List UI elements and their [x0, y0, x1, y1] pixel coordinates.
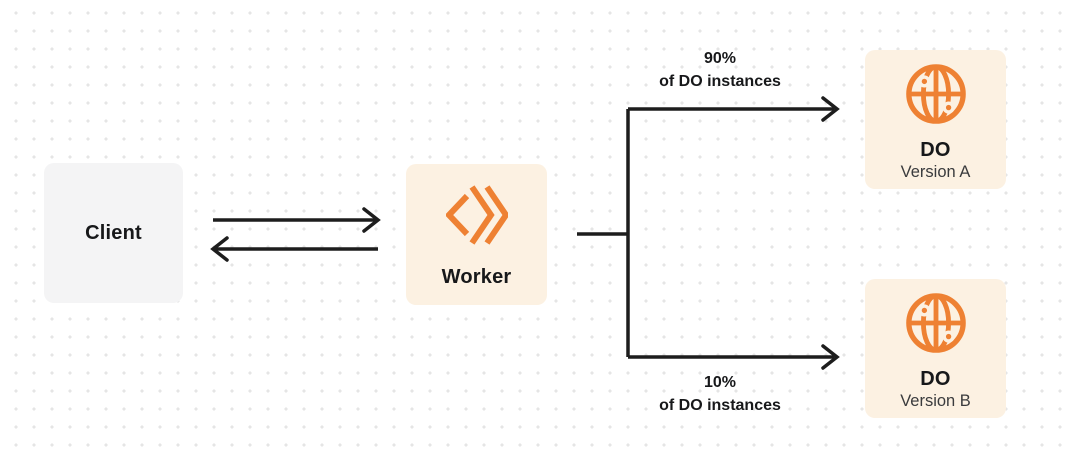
worker-label: Worker [441, 266, 512, 288]
do-b-subtitle: Version B [900, 392, 971, 410]
label-bottom-branch: 10% of DO instances [600, 371, 840, 417]
workers-chevrons-icon [445, 185, 508, 245]
do-a-title: DO [920, 139, 951, 161]
do-a-subtitle: Version A [900, 163, 971, 181]
arrow-client-to-worker [213, 207, 381, 233]
client-label: Client [85, 221, 142, 244]
bottom-branch-percent: 10% [703, 374, 737, 391]
node-do-version-a: DO Version A [865, 50, 1006, 189]
do-b-title: DO [920, 368, 951, 390]
label-top-branch: 90% of DO instances [600, 47, 840, 93]
node-worker: Worker [406, 164, 547, 305]
globe-dot [942, 330, 955, 343]
top-branch-caption: of DO instances [659, 73, 781, 90]
top-branch-percent: 90% [703, 50, 737, 67]
globe-icon [905, 64, 966, 124]
bottom-branch-caption: of DO instances [659, 397, 781, 414]
arrow-worker-to-client [210, 236, 378, 262]
branch-connector [577, 96, 840, 370]
node-do-version-b: DO Version B [865, 279, 1006, 418]
globe-dot [942, 101, 955, 114]
globe-dot [917, 75, 930, 88]
node-client: Client [44, 163, 183, 303]
globe-dot [917, 304, 930, 317]
globe-icon [905, 293, 966, 353]
